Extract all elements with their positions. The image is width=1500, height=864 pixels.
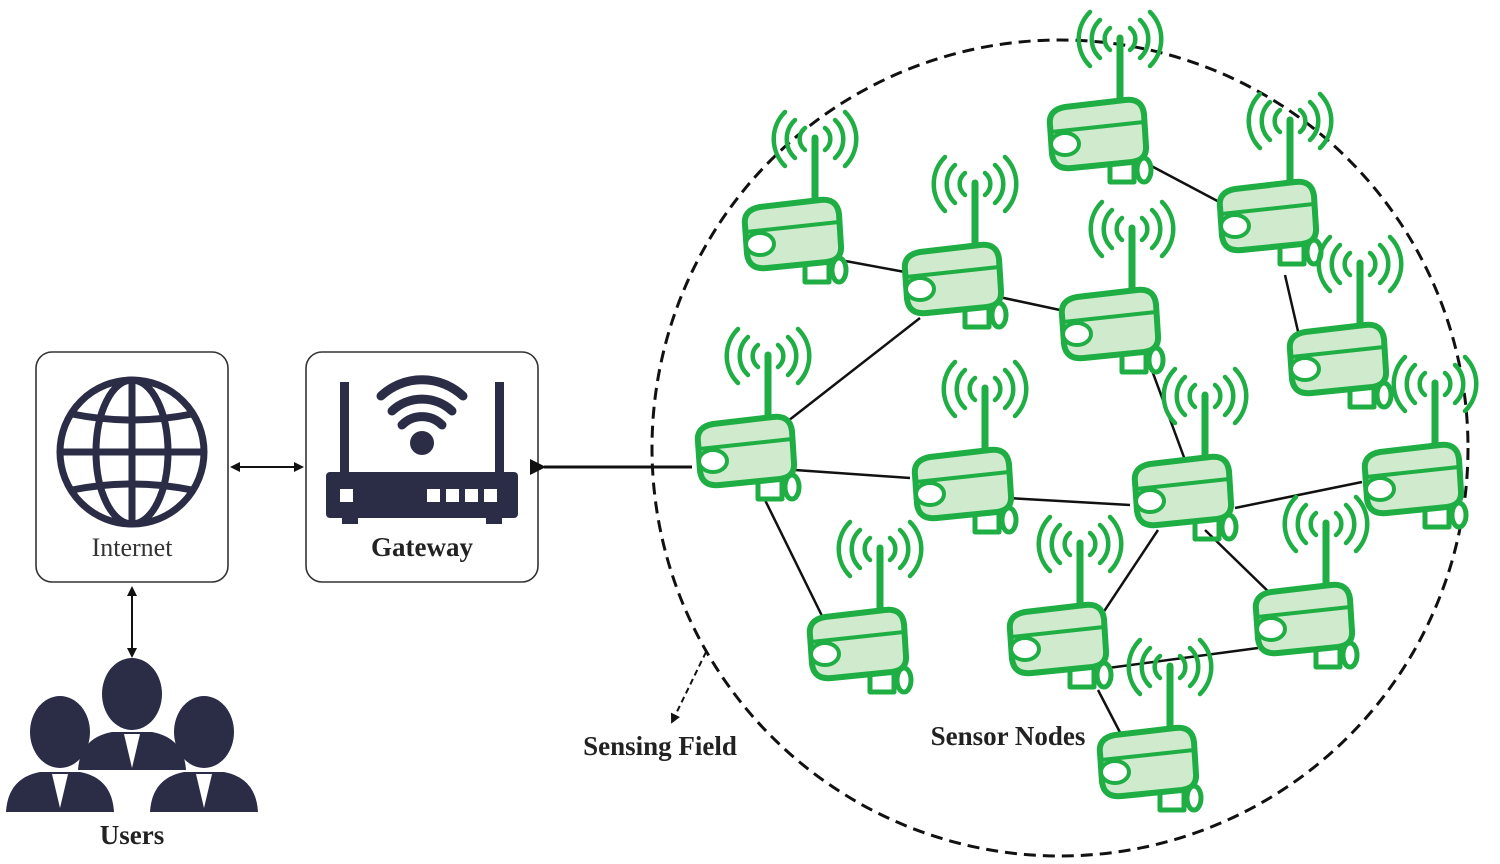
sensor-nodes-label: Sensor Nodes [931, 721, 1086, 751]
sensor-node-icon [1256, 497, 1367, 667]
sensor-node-icon [1220, 94, 1331, 264]
sensing-field-label: Sensing Field [583, 731, 737, 761]
globe-icon [56, 376, 208, 528]
sensor-nodes [698, 12, 1476, 810]
sensor-node-icon [1290, 237, 1401, 407]
gateway-label: Gateway [371, 532, 473, 562]
wifi-router-icon [326, 375, 518, 524]
internet-label: Internet [92, 533, 174, 562]
sensor-node-icon [915, 362, 1026, 532]
users-group-icon [6, 658, 258, 812]
sensor-node-icon [698, 329, 809, 499]
sensor-node-icon [905, 157, 1016, 327]
users-label: Users [100, 820, 164, 850]
sensor-node-icon [745, 112, 856, 282]
network-links [763, 158, 1363, 743]
sensor-node-icon [1050, 12, 1161, 182]
sensing-field-boundary [650, 38, 1470, 858]
sensor-node-icon [1010, 517, 1121, 687]
sensor-node-icon [1135, 369, 1246, 539]
sensor-node-icon [810, 522, 921, 692]
sensing-field-pointer [670, 651, 707, 724]
sensor-node-icon [1062, 202, 1173, 372]
